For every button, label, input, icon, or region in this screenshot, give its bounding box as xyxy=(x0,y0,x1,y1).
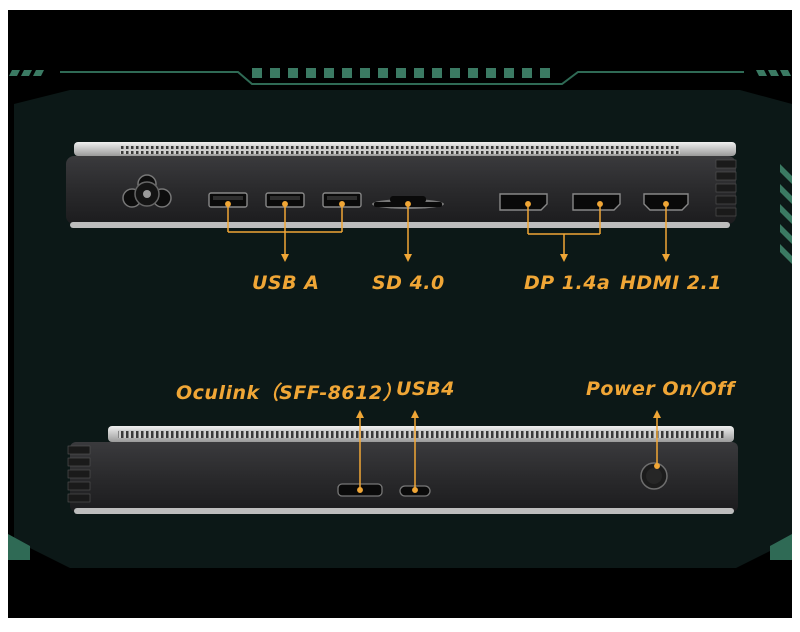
power-inlet-icon xyxy=(122,174,172,208)
top-frame-line xyxy=(60,71,744,85)
label-usb-a: USB A xyxy=(252,272,320,294)
corner-br xyxy=(770,534,792,560)
label-dp: DP 1.4a xyxy=(524,272,611,294)
label-power: Power On/Off xyxy=(586,378,735,400)
corner-bl xyxy=(8,534,30,560)
label-usb4: USB4 xyxy=(396,378,455,400)
label-oculink: Oculink（SFF-8612） xyxy=(176,382,403,404)
front-callouts xyxy=(356,410,661,493)
usb-a-port-icon xyxy=(322,192,362,208)
power-button-icon xyxy=(640,462,668,490)
displayport-icon xyxy=(499,193,548,211)
top-dash-row xyxy=(252,68,550,78)
corner-tr-dashes xyxy=(756,70,791,76)
rear-callouts xyxy=(225,201,670,262)
rear-panel xyxy=(66,142,737,228)
right-chevrons xyxy=(780,164,792,264)
corner-tl-dashes xyxy=(9,70,44,76)
front-panel xyxy=(67,426,738,514)
label-sd: SD 4.0 xyxy=(372,272,445,294)
label-hdmi: HDMI 2.1 xyxy=(620,272,722,294)
displayport-icon xyxy=(572,193,621,211)
